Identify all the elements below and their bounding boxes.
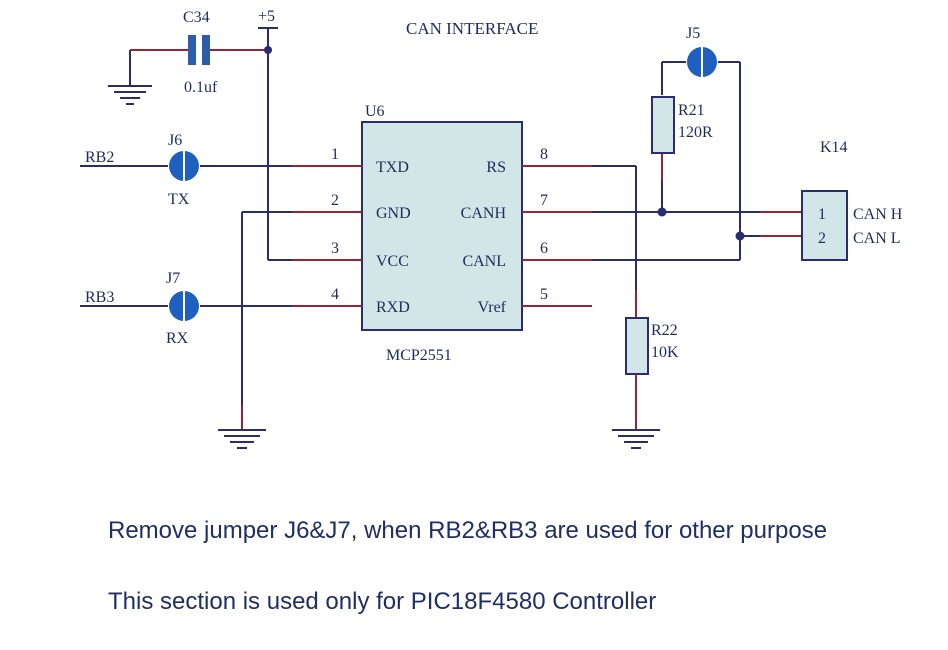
ic-right-pin-leads — [522, 165, 592, 307]
ic-u6-body — [361, 121, 523, 331]
net-rb3-label: RB3 — [85, 289, 114, 306]
pin-5-name: Vref — [478, 299, 507, 316]
ground-symbol-r22 — [612, 429, 660, 449]
r21-wire — [661, 61, 741, 236]
net-rb2-label: RB2 — [85, 149, 114, 166]
resistor-r22 — [625, 317, 649, 375]
pin-7-number: 7 — [540, 192, 548, 209]
jumper-j5 — [687, 47, 717, 77]
controller-note: This section is used only for PIC18F4580… — [108, 588, 657, 615]
capacitor-c34 — [129, 35, 268, 86]
r22-value: 10K — [651, 344, 679, 361]
r21-ref: R21 — [678, 102, 705, 119]
pin-2-number: 2 — [331, 192, 339, 209]
pin-7-name: CANH — [461, 205, 507, 222]
j6-ref: J6 — [168, 132, 182, 149]
k14-pin1-number: 1 — [818, 206, 826, 223]
c34-value: 0.1uf — [184, 79, 218, 96]
pin-4-name: RXD — [376, 299, 410, 316]
j6-label: TX — [168, 191, 190, 208]
c34-ref: C34 — [183, 9, 210, 26]
k14-ref: K14 — [820, 139, 848, 156]
pin-8-name: RS — [486, 159, 506, 176]
pin-1-number: 1 — [331, 146, 339, 163]
supply-label: +5 — [258, 8, 275, 25]
gnd-wire — [241, 211, 292, 405]
ic-left-pin-leads — [292, 165, 362, 307]
k14-pin2-number: 2 — [818, 230, 826, 247]
ic-part-number: MCP2551 — [386, 347, 452, 364]
j7-label: RX — [166, 330, 189, 347]
k14-pin2-name: CAN L — [853, 230, 901, 247]
ic-ref: U6 — [365, 103, 385, 120]
j5-ref: J5 — [686, 25, 700, 42]
connector-k14 — [801, 190, 848, 261]
pin-8-number: 8 — [540, 146, 548, 163]
jumper-j6 — [169, 151, 199, 181]
rs-wire — [592, 165, 637, 290]
canl-wire — [592, 235, 760, 261]
jumper-j7 — [169, 291, 199, 321]
junction-dot — [657, 207, 667, 217]
usage-note: Remove jumper J6&J7, when RB2&RB3 are us… — [108, 517, 828, 544]
pin-1-name: TXD — [376, 159, 409, 176]
pin-3-name: VCC — [376, 253, 409, 270]
pin-2-name: GND — [376, 205, 411, 222]
pin-6-name: CANL — [462, 253, 506, 270]
pin-3-number: 3 — [331, 240, 339, 257]
junction-dot — [735, 231, 745, 241]
r22-ref: R22 — [651, 322, 678, 339]
can-interface-schematic: CAN INTERFACE C34 0.1uf +5 U6 MCP2551 — [80, 8, 903, 449]
k14-pin1-name: CAN H — [853, 206, 903, 223]
pin-6-number: 6 — [540, 240, 548, 257]
j7-ref: J7 — [166, 270, 180, 287]
ground-symbol-c34 — [108, 85, 152, 105]
pin-4-number: 4 — [331, 286, 339, 303]
resistor-r21 — [651, 96, 675, 154]
schematic-title: CAN INTERFACE — [406, 19, 538, 38]
ground-symbol-ic — [218, 429, 266, 449]
pin-5-number: 5 — [540, 286, 548, 303]
r21-value: 120R — [678, 124, 713, 141]
